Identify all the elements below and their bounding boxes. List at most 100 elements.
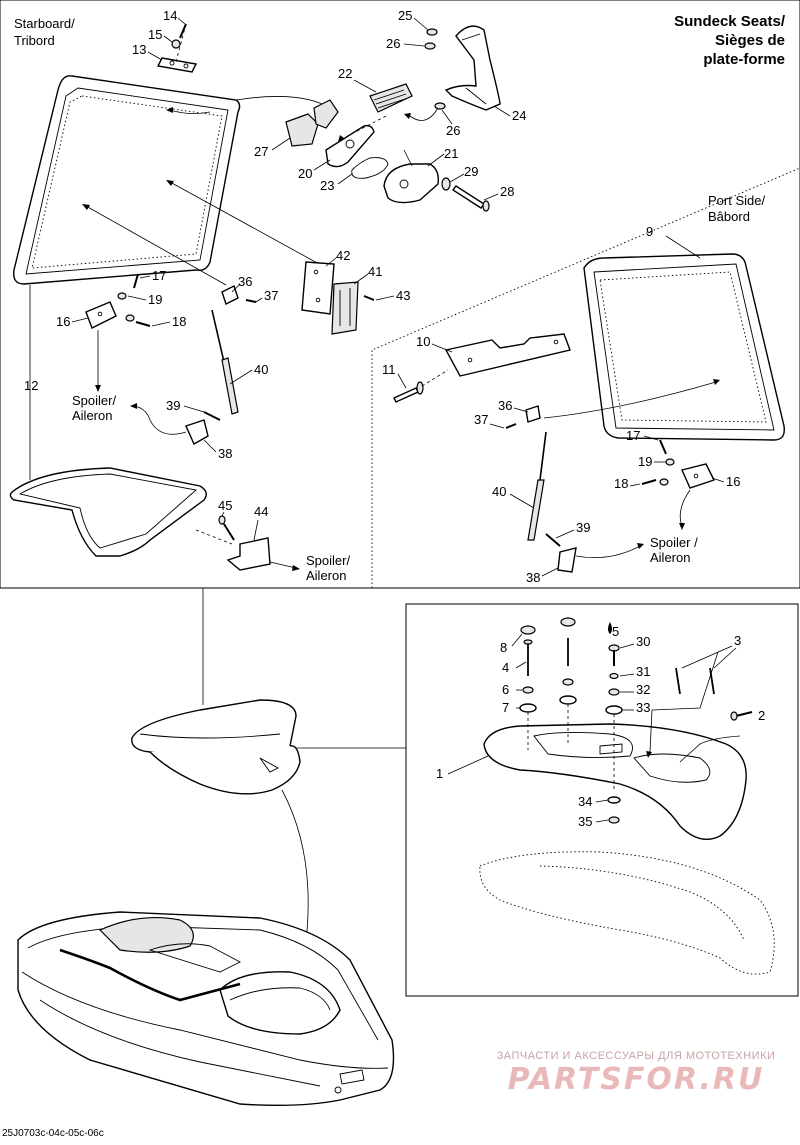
leader-30 — [619, 643, 635, 649]
arrowhead — [679, 523, 685, 530]
leader-35 — [595, 819, 609, 823]
leader-17-port — [643, 435, 659, 441]
spring-23 — [351, 157, 389, 179]
washer-25 — [426, 28, 438, 36]
spoiler-label-b1: Spoiler/ — [306, 553, 350, 568]
leader-22 — [353, 79, 377, 93]
leader-1 — [447, 755, 489, 775]
leader-29 — [449, 173, 465, 183]
leader-38-port — [541, 567, 559, 577]
arrow-to-backrest-1 — [169, 181, 331, 271]
leader-9 — [665, 235, 701, 259]
part-number-38-port: 38 — [526, 570, 540, 585]
washer-7b — [559, 695, 577, 705]
part-number-17-port: 17 — [626, 428, 640, 443]
part-number-10: 10 — [416, 334, 430, 349]
part-number-6: 6 — [502, 682, 509, 697]
leader-39 — [183, 405, 205, 413]
spoiler-label-c2: Aileron — [650, 550, 690, 565]
washer-29 — [441, 177, 451, 191]
bolt-28 — [451, 185, 490, 212]
part-number-37-port: 37 — [474, 412, 488, 427]
part-number-16: 16 — [56, 314, 70, 329]
part-number-26-mid: 26 — [446, 123, 460, 138]
part-number-9: 9 — [646, 224, 653, 239]
leader-43 — [375, 295, 395, 301]
leader-17 — [139, 275, 151, 279]
arrowhead — [292, 565, 300, 571]
arrowhead — [82, 204, 90, 210]
hinge-plate-42 — [301, 261, 335, 315]
screw-18 — [135, 321, 151, 327]
latch-lever-22 — [369, 83, 413, 113]
part-number-19: 19 — [148, 292, 162, 307]
leader-37-port — [489, 423, 505, 429]
bracket-13 — [156, 57, 198, 73]
leader-36-port — [513, 407, 529, 413]
part-number-44: 44 — [254, 504, 268, 519]
starboard-cushion — [9, 467, 207, 557]
part-number-13: 13 — [132, 42, 146, 57]
part-number-38: 38 — [218, 446, 232, 461]
leader-37 — [255, 297, 263, 303]
sundeck-frame — [405, 603, 799, 997]
arrowhead — [338, 135, 345, 142]
washer-33 — [605, 705, 623, 715]
part-number-30: 30 — [636, 634, 650, 649]
arrowhead — [95, 385, 101, 392]
part-number-5: 5 — [612, 624, 619, 639]
part-number-17: 17 — [152, 268, 166, 283]
washer-19 — [117, 292, 127, 300]
leader-21 — [427, 153, 445, 167]
screw-3b — [709, 667, 715, 695]
part-number-2: 2 — [758, 708, 765, 723]
part-number-21: 21 — [444, 146, 458, 161]
arrowhead — [166, 180, 174, 186]
washer-26b — [434, 102, 446, 110]
hinge-16-port — [681, 463, 715, 489]
washer-32 — [608, 688, 620, 696]
leader-15 — [163, 35, 173, 43]
hinge-16 — [85, 301, 117, 329]
gas-strut-40 — [211, 309, 239, 415]
leader-3a — [681, 645, 733, 669]
part-number-37: 37 — [264, 288, 278, 303]
screw-18-port — [641, 479, 657, 485]
part-number-3: 3 — [734, 633, 741, 648]
cap-8b — [560, 617, 576, 627]
part-number-23: 23 — [320, 178, 334, 193]
arrowhead — [646, 751, 652, 758]
leader-40-port — [509, 493, 535, 509]
boat-hull-illustration — [17, 911, 395, 1107]
leader-28 — [483, 193, 499, 201]
part-number-7: 7 — [502, 700, 509, 715]
leader-27 — [271, 137, 291, 151]
part-number-40: 40 — [254, 362, 268, 377]
arrowhead — [130, 403, 137, 409]
leader-41 — [353, 273, 369, 285]
bolt-2 — [730, 711, 753, 721]
leader-13 — [147, 51, 163, 61]
part-number-32: 32 — [636, 682, 650, 697]
title-line-3: plate-forme — [703, 51, 785, 68]
arrowhead — [713, 379, 720, 385]
title-line-1: Sundeck Seats/ — [674, 13, 786, 30]
bolt-39-port — [545, 533, 561, 547]
screw-43 — [363, 295, 375, 301]
leader-2-arrow — [679, 735, 741, 763]
screw-37-port — [505, 423, 517, 429]
leader-42 — [325, 257, 337, 267]
nut-35 — [608, 816, 620, 824]
diagram-reference-code: 25J0703c-04c-05c-06c — [2, 1128, 104, 1139]
part-number-14: 14 — [163, 8, 177, 23]
part-number-34: 34 — [578, 794, 592, 809]
spoiler-label-a1: Spoiler/ — [72, 393, 116, 408]
leader-16-port-spoiler — [679, 489, 691, 527]
starboard-label-2: Tribord — [14, 33, 55, 48]
starboard-label-1: Starboard/ — [14, 16, 75, 31]
axis-44 — [195, 529, 233, 545]
cap-8 — [520, 625, 536, 635]
watermark-tagline: ЗАПЧАСТИ И АКСЕССУАРЫ ДЛЯ МОТОТЕХНИКИ — [496, 1050, 776, 1062]
part-number-28: 28 — [500, 184, 514, 199]
